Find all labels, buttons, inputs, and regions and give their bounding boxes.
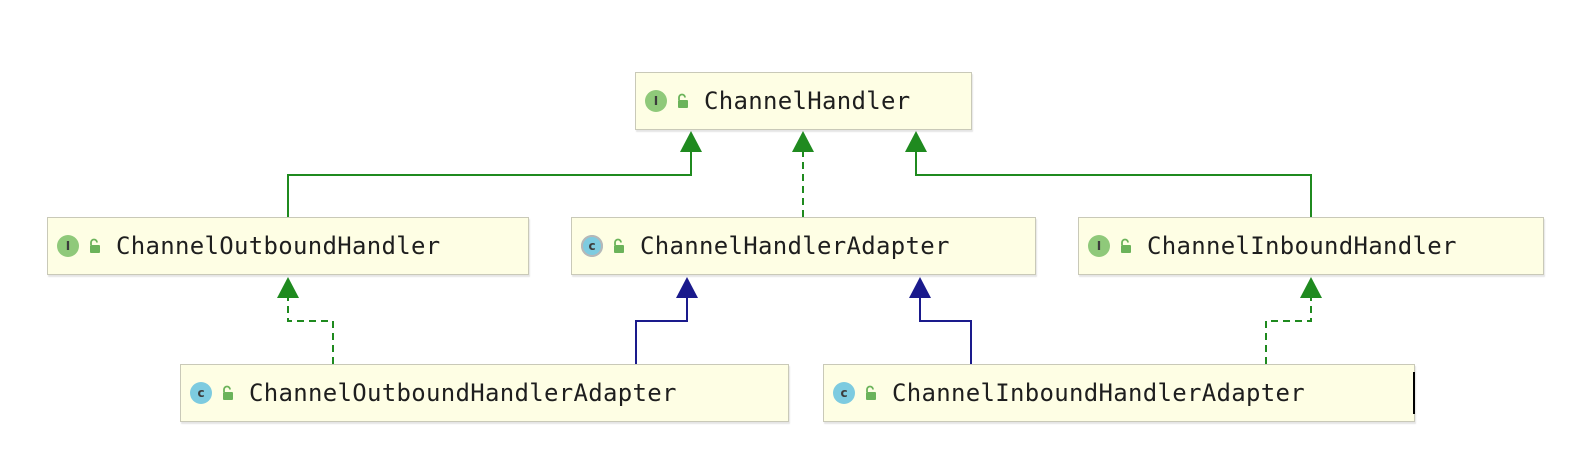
node-channel-outbound-handler[interactable]: I ChannelOutboundHandler [47,217,529,275]
edge-channel-inbound-handler-adapter-to-channel-handler-adapter [909,277,972,364]
node-channel-inbound-handler-adapter[interactable]: c ChannelInboundHandlerAdapter [823,364,1415,422]
arrowhead-icon [905,131,927,152]
arrowhead-icon [676,277,698,298]
arrowhead-icon [680,131,702,152]
edge-line [287,151,692,217]
arrowhead-icon [1300,277,1322,298]
edge-line [635,297,688,364]
edges-layer [277,131,1322,364]
arrowhead-icon [909,277,931,298]
node-channel-handler-adapter[interactable]: c ChannelHandlerAdapter [571,217,1036,275]
class-badge-icon: c [190,382,212,404]
edge-line [1265,297,1312,364]
class-badge-icon: c [833,382,855,404]
edge-channel-inbound-handler-adapter-to-channel-inbound-handler [1265,277,1322,364]
arrowhead-icon [277,277,299,298]
edge-line [919,297,972,364]
node-label: ChannelOutboundHandler [116,232,441,260]
edge-line [915,151,1312,217]
edge-channel-outbound-handler-adapter-to-channel-outbound-handler [277,277,334,364]
node-label: ChannelInboundHandlerAdapter [892,379,1305,407]
public-lock-icon [678,93,688,108]
arrowhead-icon [792,131,814,152]
node-channel-handler[interactable]: I ChannelHandler [635,72,972,130]
node-channel-inbound-handler[interactable]: I ChannelInboundHandler [1078,217,1544,275]
node-label: ChannelHandlerAdapter [640,232,950,260]
edge-line [287,297,334,364]
node-label: ChannelOutboundHandlerAdapter [249,379,677,407]
public-lock-icon [1121,238,1131,253]
public-lock-icon [614,238,624,253]
node-channel-outbound-handler-adapter[interactable]: c ChannelOutboundHandlerAdapter [180,364,789,422]
public-lock-icon [90,238,100,253]
edge-channel-handler-adapter-to-channel-handler [792,131,814,217]
interface-badge-icon: I [57,235,79,257]
public-lock-icon [866,385,876,400]
node-label: ChannelInboundHandler [1147,232,1457,260]
edge-channel-outbound-handler-to-channel-handler [287,131,702,217]
edge-channel-inbound-handler-to-channel-handler [905,131,1312,217]
public-lock-icon [223,385,233,400]
edge-channel-outbound-handler-adapter-to-channel-handler-adapter [635,277,698,364]
interface-badge-icon: I [1088,235,1110,257]
interface-badge-icon: I [645,90,667,112]
text-cursor [1413,372,1415,414]
abstract-class-badge-icon: c [581,235,603,257]
node-label: ChannelHandler [704,87,911,115]
